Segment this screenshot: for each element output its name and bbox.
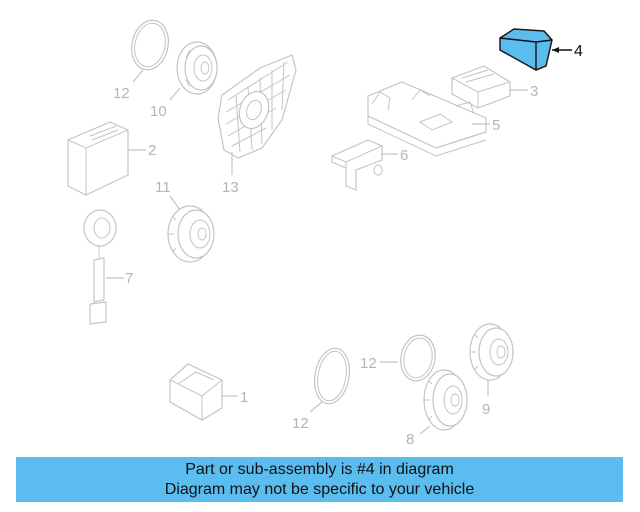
part-1-module: 1	[169, 363, 248, 421]
part-3-module: 3	[451, 65, 538, 109]
callout-6: 6	[400, 147, 408, 164]
part-6-bracket: 6	[331, 139, 408, 191]
part-10-speaker: 10	[150, 41, 218, 120]
banner-line-2: Diagram may not be specific to your vehi…	[164, 480, 475, 498]
callout-3: 3	[530, 83, 538, 100]
callout-9: 9	[482, 401, 490, 418]
callout-12-top: 12	[113, 85, 130, 102]
part-12-gasket-middle: 12	[360, 334, 436, 382]
part-4-cover-highlighted: 4	[499, 28, 583, 71]
callout-10: 10	[150, 103, 167, 120]
part-12-gasket-top: 12	[113, 19, 169, 102]
part-11-speaker: 11	[155, 179, 215, 263]
callout-5: 5	[492, 117, 500, 134]
callout-4: 4	[574, 43, 583, 60]
part-8-speaker: 8	[406, 369, 468, 448]
callout-12-middle: 12	[360, 355, 377, 372]
callout-1: 1	[240, 389, 248, 406]
part-2-control-module: 2	[67, 121, 156, 196]
part-9-speaker: 9	[469, 323, 514, 418]
part-7-tweeter: 7	[83, 209, 133, 325]
callout-12-lower: 12	[292, 415, 309, 432]
callout-13: 13	[222, 179, 239, 196]
info-banner: Part or sub-assembly is #4 in diagram Di…	[16, 457, 623, 502]
callout-7: 7	[125, 270, 133, 287]
part-13-speaker-grille: 13	[217, 54, 297, 196]
banner-line-1: Part or sub-assembly is #4 in diagram	[185, 460, 454, 478]
callout-2: 2	[148, 142, 156, 159]
callout-8: 8	[406, 431, 414, 448]
part-12-gasket-lower-left: 12	[292, 347, 351, 432]
callout-11: 11	[155, 179, 171, 196]
part-5-bracket: 5	[367, 81, 500, 157]
